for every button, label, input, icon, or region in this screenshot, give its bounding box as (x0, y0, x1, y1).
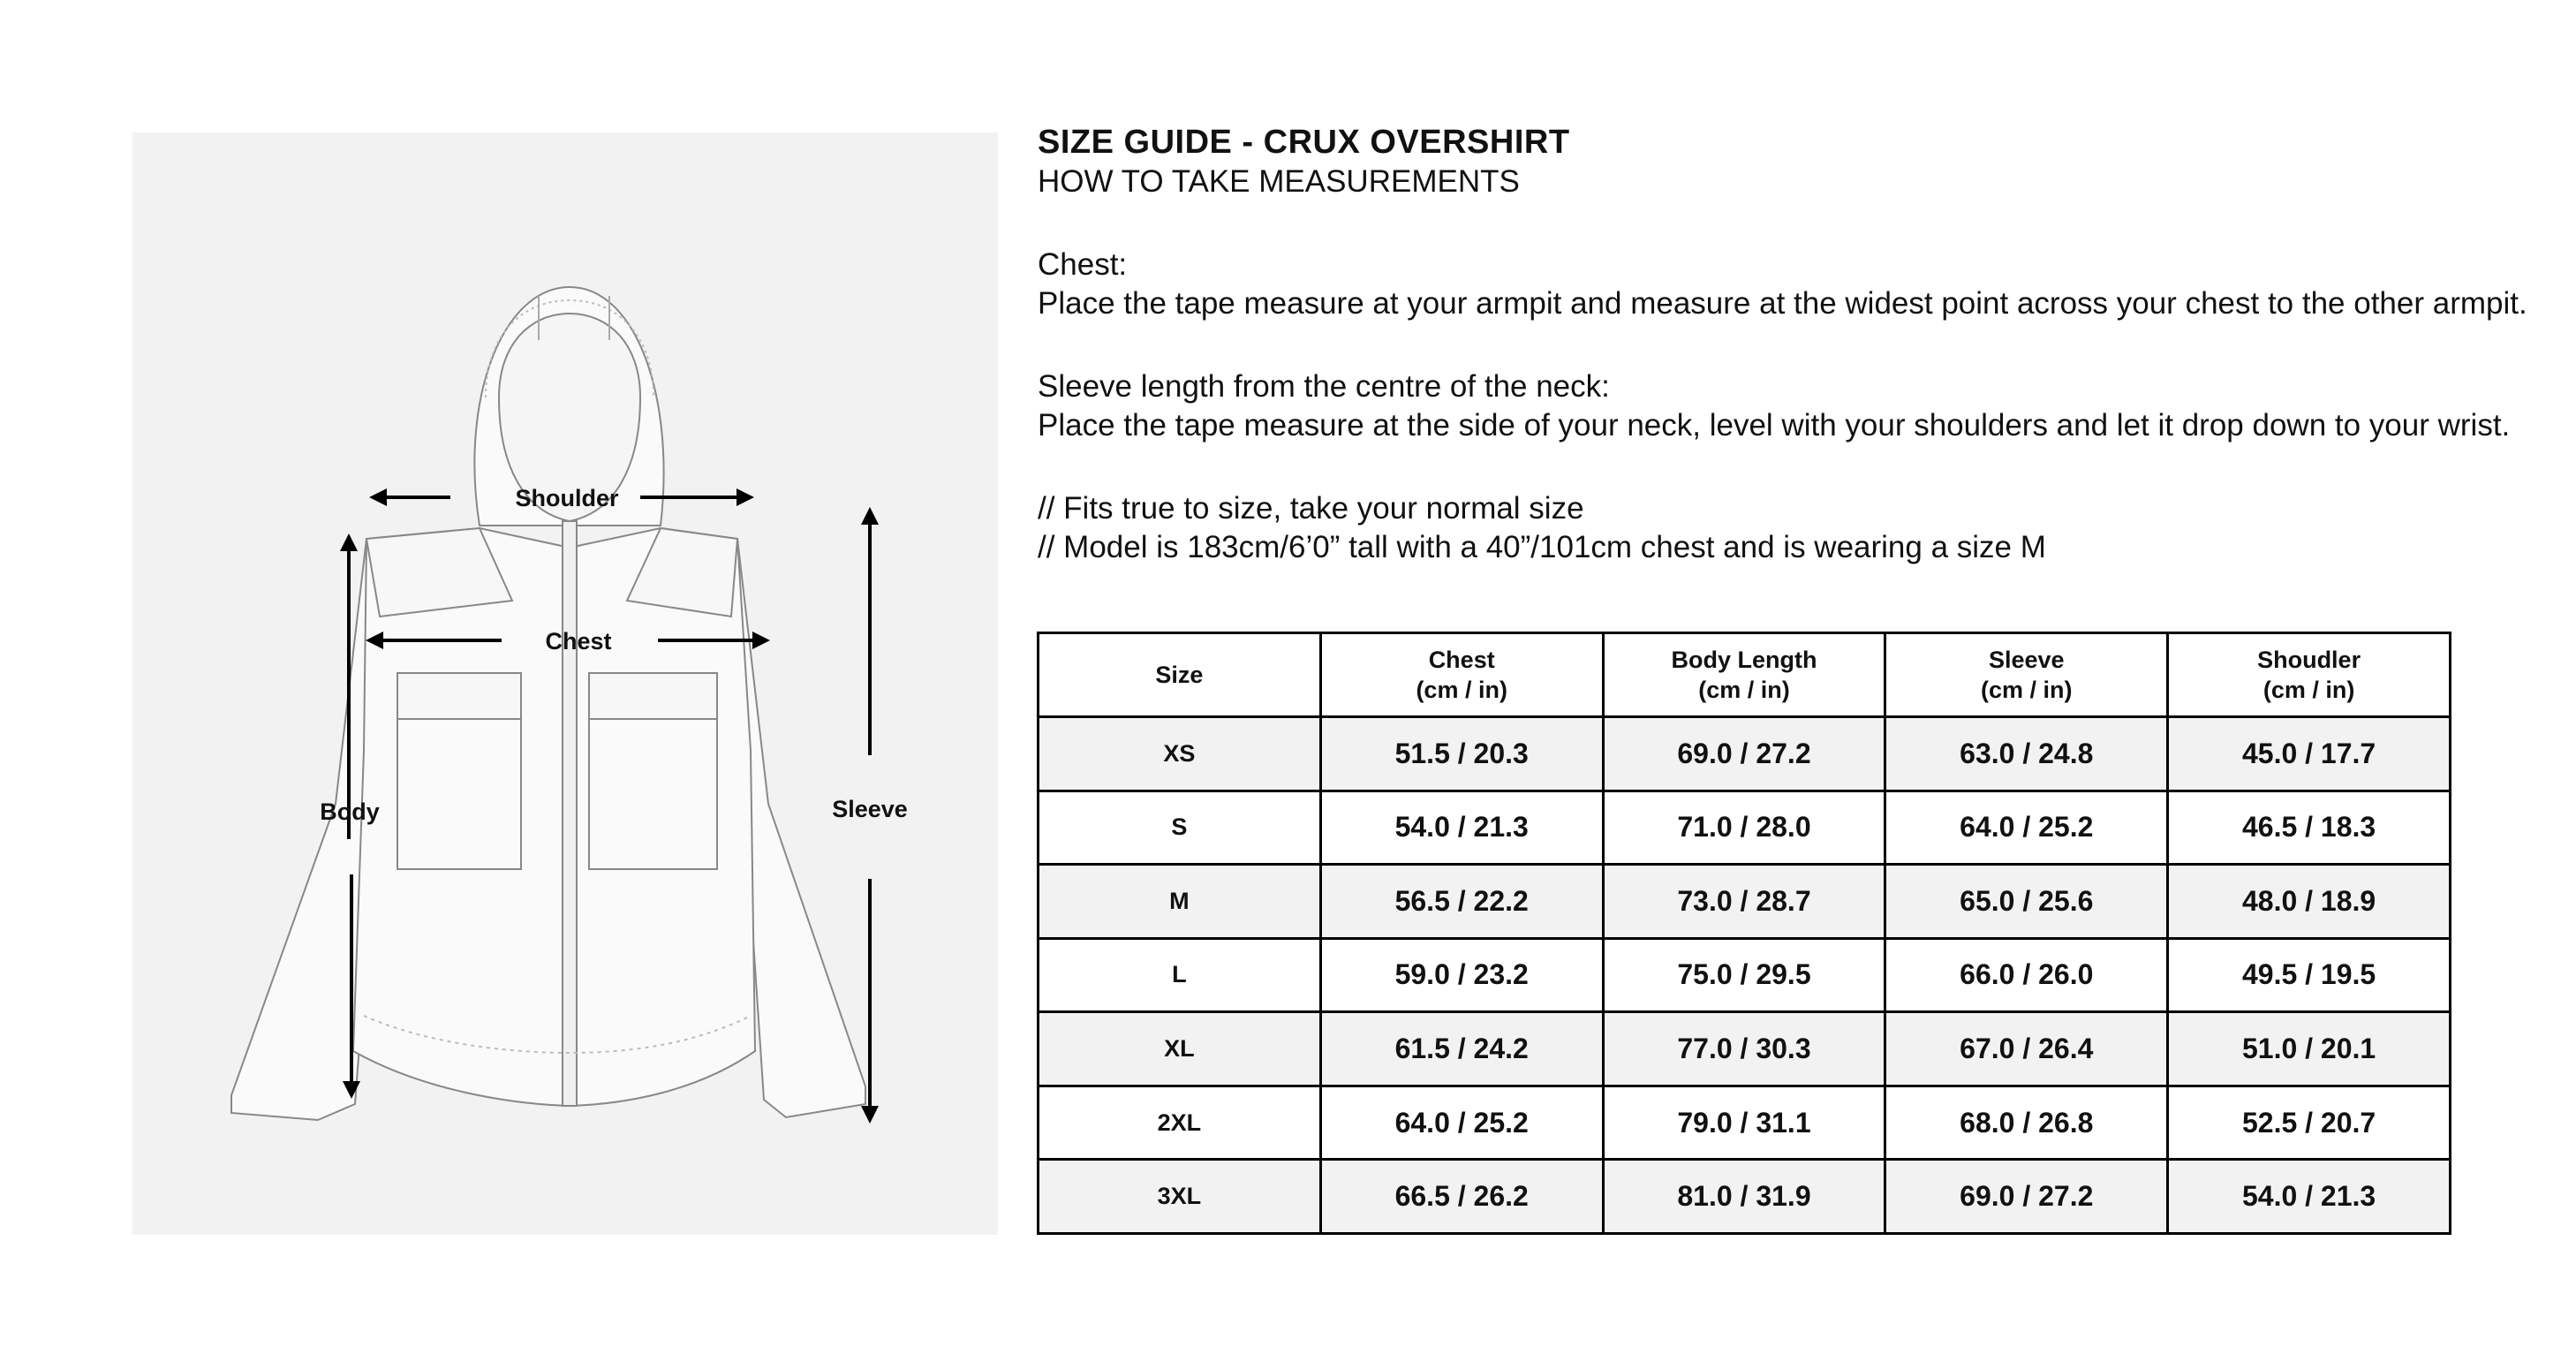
body-length-cell: 71.0 / 28.0 (1601, 789, 1887, 866)
sleeve-heading: Sleeve length from the centre of the nec… (1038, 369, 1610, 404)
shoulder-cell: 46.5 / 18.3 (2166, 789, 2451, 866)
table-row: XS 51.5 / 20.3 69.0 / 27.2 63.0 / 24.8 4… (1037, 715, 2451, 792)
chest-cell: 54.0 / 21.3 (1318, 789, 1605, 866)
sleeve-label: Sleeve (832, 796, 908, 822)
table-row: M 56.5 / 22.2 73.0 / 28.7 65.0 / 25.6 48… (1037, 863, 2451, 940)
size-guide-info: SIZE GUIDE - CRUX OVERSHIRT HOW TO TAKE … (1038, 122, 2539, 567)
measurement-arrows (340, 488, 879, 1124)
size-cell: 3XL (1037, 1158, 1322, 1235)
shoulder-cell: 49.5 / 19.5 (2166, 936, 2451, 1014)
sleeve-cell: 66.0 / 26.0 (1884, 936, 2170, 1014)
shoulder-cell: 54.0 / 21.3 (2166, 1158, 2451, 1235)
size-cell: 2XL (1037, 1084, 1322, 1161)
sleeve-cell: 63.0 / 24.8 (1884, 715, 2170, 792)
header-chest: Chest(cm / in) (1318, 632, 1605, 718)
chest-cell: 64.0 / 25.2 (1318, 1084, 1605, 1161)
header-sleeve: Sleeve(cm / in) (1884, 632, 2170, 718)
table-row: L 59.0 / 23.2 75.0 / 29.5 66.0 / 26.0 49… (1037, 936, 2451, 1014)
page-subtitle: HOW TO TAKE MEASUREMENTS (1038, 164, 1520, 199)
size-cell: L (1037, 936, 1322, 1014)
header-shoulder: Shoudler(cm / in) (2166, 632, 2451, 718)
shoulder-cell: 48.0 / 18.9 (2166, 863, 2451, 940)
size-cell: XS (1037, 715, 1322, 792)
sleeve-cell: 69.0 / 27.2 (1884, 1158, 2170, 1235)
body-length-cell: 77.0 / 30.3 (1601, 1010, 1887, 1087)
chest-label: Chest (545, 628, 611, 655)
chest-text: Place the tape measure at your armpit an… (1038, 286, 2527, 321)
size-cell: XL (1037, 1010, 1322, 1087)
shoulder-label: Shoulder (515, 485, 618, 511)
jacket-drawing: Shoulder Chest Body Sleeve (230, 285, 908, 1124)
size-cell: S (1037, 789, 1322, 866)
body-length-cell: 79.0 / 31.1 (1601, 1084, 1887, 1161)
size-table: Size Chest(cm / in) Body Length(cm / in)… (1037, 632, 2451, 1235)
sleeve-text: Place the tape measure at the side of yo… (1038, 408, 2511, 443)
body-length-cell: 81.0 / 31.9 (1601, 1158, 1887, 1235)
body-length-cell: 75.0 / 29.5 (1601, 936, 1887, 1014)
chest-cell: 59.0 / 23.2 (1318, 936, 1605, 1014)
jacket-outline (230, 285, 866, 1122)
body-length-cell: 73.0 / 28.7 (1601, 863, 1887, 940)
sleeve-cell: 64.0 / 25.2 (1884, 789, 2170, 866)
sleeve-cell: 67.0 / 26.4 (1884, 1010, 2170, 1087)
chest-cell: 66.5 / 26.2 (1318, 1158, 1605, 1235)
header-size: Size (1037, 632, 1322, 718)
chest-cell: 61.5 / 24.2 (1318, 1010, 1605, 1087)
table-row: S 54.0 / 21.3 71.0 / 28.0 64.0 / 25.2 46… (1037, 789, 2451, 866)
table-header-row: Size Chest(cm / in) Body Length(cm / in)… (1037, 632, 2451, 718)
chest-cell: 51.5 / 20.3 (1318, 715, 1605, 792)
jacket-measurement-diagram: Shoulder Chest Body Sleeve (132, 132, 998, 1235)
model-note: // Model is 183cm/6’0” tall with a 40”/1… (1038, 530, 2046, 564)
body-length-cell: 69.0 / 27.2 (1601, 715, 1887, 792)
shoulder-cell: 51.0 / 20.1 (2166, 1010, 2451, 1087)
table-row: 3XL 66.5 / 26.2 81.0 / 31.9 69.0 / 27.2 … (1037, 1158, 2451, 1235)
fit-note: // Fits true to size, take your normal s… (1038, 491, 1584, 526)
chest-heading: Chest: (1038, 247, 1128, 282)
chest-cell: 56.5 / 22.2 (1318, 863, 1605, 940)
sleeve-cell: 68.0 / 26.8 (1884, 1084, 2170, 1161)
table-row: 2XL 64.0 / 25.2 79.0 / 31.1 68.0 / 26.8 … (1037, 1084, 2451, 1161)
shoulder-cell: 45.0 / 17.7 (2166, 715, 2451, 792)
body-label: Body (320, 798, 380, 825)
fit-notes: // Fits true to size, take your normal s… (1038, 489, 2539, 567)
sleeve-cell: 65.0 / 25.6 (1884, 863, 2170, 940)
chest-instructions: Chest: Place the tape measure at your ar… (1038, 246, 2539, 323)
size-cell: M (1037, 863, 1322, 940)
shoulder-cell: 52.5 / 20.7 (2166, 1084, 2451, 1161)
sleeve-instructions: Sleeve length from the centre of the nec… (1038, 367, 2539, 445)
table-row: XL 61.5 / 24.2 77.0 / 30.3 67.0 / 26.4 5… (1037, 1010, 2451, 1087)
header-body-length: Body Length(cm / in) (1601, 632, 1887, 718)
page-title: SIZE GUIDE - CRUX OVERSHIRT (1038, 124, 1570, 161)
